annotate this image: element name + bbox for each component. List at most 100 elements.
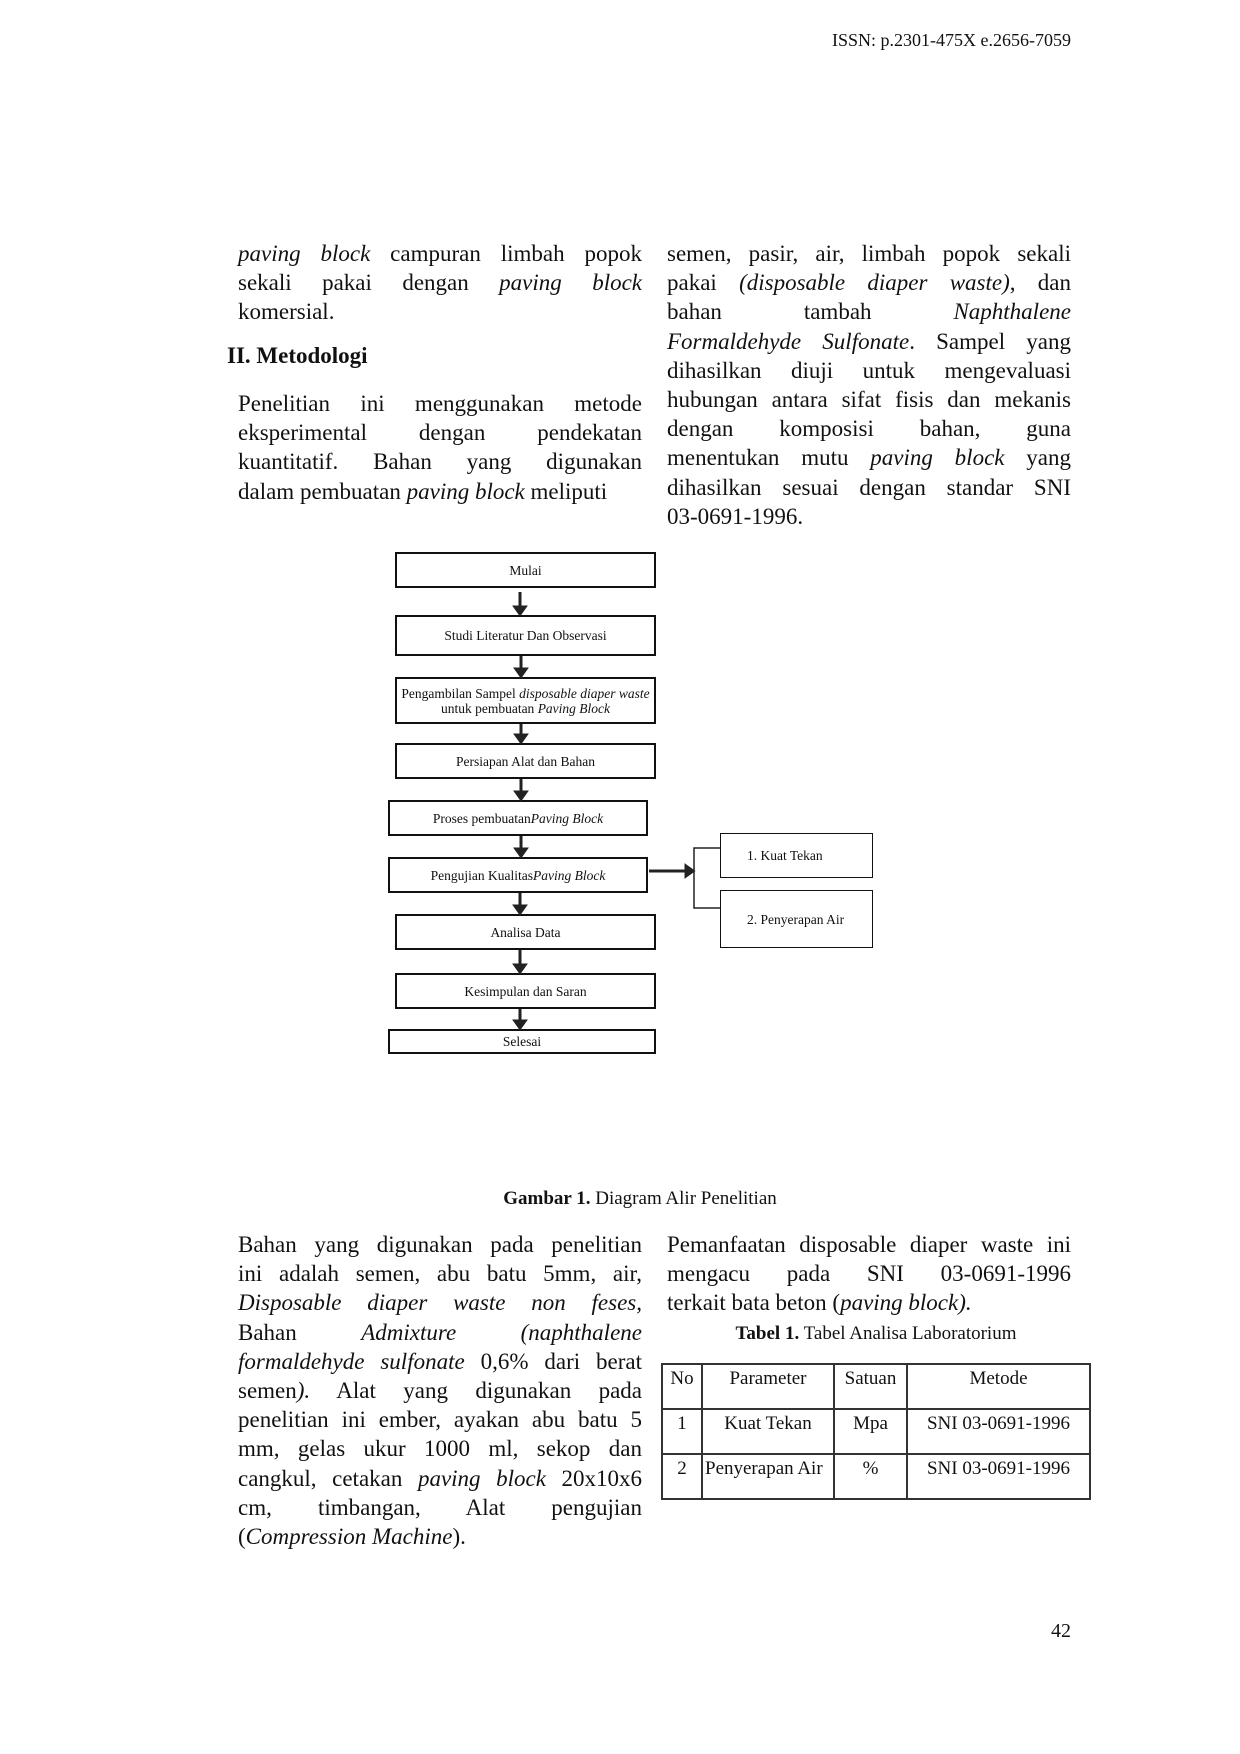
text-line: dihasilkan sesuai dengan standar SNI <box>667 473 1071 502</box>
text-line: mengacu pada SNI 03-0691-1996 <box>667 1259 1071 1288</box>
text-line: dengan komposisi bahan, guna <box>667 414 1071 443</box>
text: Pemanfaatan disposable diaper waste ini <box>667 1232 1071 1257</box>
text-line: hubungan antara sifat fisis dan mekanis <box>667 385 1071 414</box>
text: 03-0691-1996. <box>667 503 804 529</box>
text-line: cm, timbangan, Alat pengujian <box>238 1493 642 1522</box>
text: semen <box>238 1377 297 1403</box>
arrow-icon <box>513 790 529 802</box>
section-heading: II. Metodologi <box>227 343 368 368</box>
italic-text: Formaldehyde Sulfonate <box>667 328 910 354</box>
text-line: formaldehyde sulfonate 0,6% dari berat <box>238 1347 642 1376</box>
text-line: Bahan yang digunakan pada penelitian <box>238 1230 642 1259</box>
text: 20x10x6 <box>545 1465 643 1491</box>
italic-text: formaldehyde sulfonate <box>238 1348 465 1374</box>
arrow-icon <box>684 863 696 879</box>
text: terkait bata beton ( <box>667 1290 841 1316</box>
text: 0,6% dari berat <box>464 1348 642 1374</box>
text: campuran limbah popok <box>370 241 642 266</box>
table-caption: Tabel 1. Tabel Analisa Laboratorium <box>661 1323 1091 1345</box>
arrow-icon <box>513 667 529 679</box>
text: Bahan <box>238 1319 362 1345</box>
text: menentukan mutu <box>667 445 871 471</box>
text-line: menentukan mutu paving block yang <box>667 443 1071 472</box>
text-line: eksperimental dengan pendekatan <box>238 418 642 447</box>
text: sekali pakai dengan <box>238 270 500 296</box>
text-line: Pemanfaatan disposable diaper waste ini <box>667 1230 1071 1259</box>
step-text: Pengujian Kualitas <box>430 867 533 883</box>
text-line: kuantitatif. Bahan yang digunakan <box>238 447 642 476</box>
table-label: Tabel 1. <box>735 1323 800 1344</box>
flowchart-connectors <box>512 592 720 1031</box>
header-satuan: Satuan <box>833 1363 908 1410</box>
figure-label: Gambar 1. <box>503 1188 591 1209</box>
text: komersial. <box>238 299 335 325</box>
test-penyerapan-air: 2. Penyerapan Air <box>720 890 873 948</box>
italic-text: paving block <box>417 1465 546 1491</box>
text: dengan komposisi bahan, guna <box>667 416 1071 442</box>
table-title: Tabel Analisa Laboratorium <box>799 1323 1017 1344</box>
cell-satuan: % <box>833 1453 908 1500</box>
text: Bahan yang digunakan pada penelitian <box>238 1232 642 1257</box>
step-selesai: Selesai <box>388 1029 656 1054</box>
text: Penelitian ini menggunakan metode <box>238 391 642 416</box>
text: yang <box>1004 445 1071 471</box>
text-line: pakai (disposable diaper waste), dan <box>667 268 1071 297</box>
text: dalam pembuatan <box>238 478 407 504</box>
text: hubungan antara sifat fisis dan mekanis <box>667 386 1071 412</box>
figure-title: Diagram Alir Penelitian <box>590 1188 777 1209</box>
step-text-italic: Paving Block <box>537 700 611 716</box>
text-line: sekali pakai dengan paving block <box>238 268 642 297</box>
text-line: dalam pembuatan paving block meliputi <box>238 477 642 506</box>
text: meliputi <box>524 478 608 504</box>
step-persiapan: Persiapan Alat dan Bahan <box>395 743 656 779</box>
italic-text: Naphthalene <box>953 299 1071 325</box>
italic-text: paving block). <box>840 1290 972 1316</box>
step-text-italic: Paving Block <box>533 867 606 883</box>
header-metode: Metode <box>906 1363 1091 1410</box>
left-col-bottom: Bahan yang digunakan pada penelitian ini … <box>238 1230 642 1551</box>
text: semen, pasir, air, limbah popok sekali <box>667 241 1071 266</box>
step-text: Proses pembuatan <box>432 810 531 826</box>
table-header-row: No Parameter Satuan Metode <box>661 1363 1091 1410</box>
issn-header: ISSN: p.2301-475X e.2656-7059 <box>832 30 1071 50</box>
italic-text: Disposable diaper waste non feses, <box>238 1290 642 1316</box>
italic-text: paving block <box>406 478 525 504</box>
text-line: bahan tambah Naphthalene <box>667 297 1071 326</box>
text: . Sampel yang <box>909 328 1071 354</box>
step-text-italic: Paving Block <box>530 810 604 826</box>
step-proses-pembuatan: Proses pembuatan Paving Block <box>388 800 648 836</box>
table-row: 1 Kuat Tekan Mpa SNI 03-0691-1996 <box>661 1408 1091 1455</box>
arrow-icon <box>513 733 529 745</box>
arrow-icon <box>513 847 529 859</box>
text-line: 03-0691-1996. <box>667 502 1071 531</box>
text-line: paving block campuran limbah popok <box>238 239 642 268</box>
text-line: Formaldehyde Sulfonate. Sampel yang <box>667 327 1071 356</box>
text: cangkul, cetakan <box>238 1465 418 1491</box>
text: penelitian ini ember, ayakan abu batu 5 <box>238 1407 642 1433</box>
text-line: (Compression Machine). <box>238 1522 642 1551</box>
text: dihasilkan diuji untuk mengevaluasi <box>667 357 1071 383</box>
italic-text: paving block <box>870 445 1005 471</box>
text: cm, timbangan, Alat pengujian <box>238 1494 642 1520</box>
arrow-icon <box>512 605 528 617</box>
text: ini adalah semen, abu batu 5mm, air, <box>238 1261 642 1287</box>
text-line: Disposable diaper waste non feses, <box>238 1288 642 1317</box>
text-line: komersial. <box>238 297 642 326</box>
cell-satuan: Mpa <box>833 1408 908 1455</box>
text: , dan <box>1009 270 1071 296</box>
text: Alat yang digunakan pada <box>310 1377 642 1403</box>
step-text: untuk pembuatan <box>440 700 538 716</box>
step-pengambilan-sampel: Pengambilan Sampel disposable diaper was… <box>395 677 656 724</box>
cell-parameter: Kuat Tekan <box>701 1408 835 1455</box>
lab-analysis-table: No Parameter Satuan Metode 1 Kuat Tekan … <box>661 1363 1091 1500</box>
figure-caption: Gambar 1. Diagram Alir Penelitian <box>0 1188 1240 1210</box>
text: ). <box>452 1523 466 1549</box>
header-parameter: Parameter <box>701 1363 835 1410</box>
text: pakai <box>667 270 740 296</box>
cell-no: 1 <box>661 1408 703 1455</box>
text-line: mm, gelas ukur 1000 ml, sekop dan <box>238 1434 642 1463</box>
